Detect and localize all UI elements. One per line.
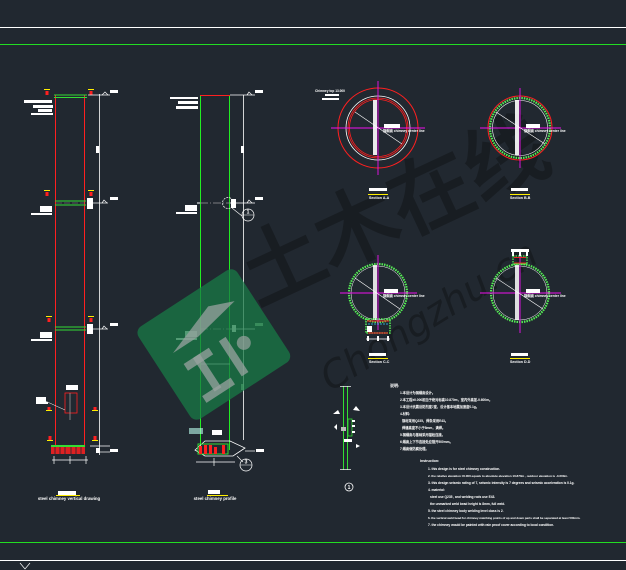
notes-en-line: 5. the steel chimney body welding level … <box>428 509 504 513</box>
notes-en-line: 4. material: <box>428 488 445 492</box>
notes-cn-header: 说明: <box>390 383 400 388</box>
weld-symbols <box>333 406 360 448</box>
left-elevation[interactable]: steel chimney vertical drawing <box>24 89 118 502</box>
notes-cn-line: 钢材采用Q235，焊条采用E43。 <box>402 419 449 423</box>
notes-en-line: 3. this design seismic rating of 7, seis… <box>428 481 575 485</box>
section-title-en: Section A-A <box>369 196 390 200</box>
right-elevation-title-cn <box>208 490 220 494</box>
section-title-cn <box>511 353 528 356</box>
section-a-a[interactable]: 钢烟囱 chimney center line Chimney top 13.0… <box>315 81 425 200</box>
note-line <box>325 94 339 96</box>
detail-bolt <box>341 427 346 431</box>
notes-cn-line: 2.本工程±0.000相当于绝对标高10.870m，室内外高差-0.600m。 <box>400 398 493 402</box>
base-detail <box>36 385 88 464</box>
dimension-text-vertical <box>373 100 377 155</box>
elevation-marks <box>88 90 118 453</box>
notes-en-line: 6. the vertical weld bead for chimney ma… <box>428 516 581 520</box>
section-c-c[interactable]: 钢烟囱 chimney center line Section C-C <box>340 255 425 364</box>
section-note: Chimney top 13.000 <box>315 89 345 93</box>
section-d-d[interactable]: 钢烟囱 chimney center line Section D-D <box>480 249 566 364</box>
dimension-text-vertical <box>373 265 377 320</box>
section-markers <box>44 89 98 441</box>
dimension-text-vertical <box>515 100 519 155</box>
radius-line <box>354 277 401 310</box>
section-title-en: Section C-C <box>369 360 390 364</box>
flange-top <box>54 94 87 98</box>
section-label-cn <box>526 289 540 293</box>
detail-callout-circle <box>344 482 354 492</box>
notes-en-line: 7. the chimney would be painted with rai… <box>428 523 554 527</box>
right-elevation-title-en: steel chimney profile <box>194 496 237 501</box>
breeching-opening <box>365 318 391 341</box>
notes-cn-line: 焊缝高度不小于8mm，满焊。 <box>402 426 446 430</box>
notes-cn-line: 4.材料: <box>400 412 411 416</box>
base-detail <box>189 428 264 466</box>
watermark-logo <box>137 269 291 420</box>
left-labels <box>24 100 53 341</box>
ucs-arrow-icon <box>19 562 31 570</box>
detail-stiffener <box>347 418 353 437</box>
callout-number: 3 <box>245 460 248 466</box>
notes-cn-line: 1.本设计为钢烟囱设计。 <box>400 391 436 395</box>
left-elevation-title-en: steel chimney vertical drawing <box>38 496 101 501</box>
section-title-cn <box>511 188 528 191</box>
section-label: 钢烟囱 chimney center line <box>524 293 566 298</box>
notes-en-header: Instruction: <box>420 459 440 463</box>
detail-callout-3[interactable]: 3 <box>236 455 253 472</box>
notes-en-line: the unmarked weld bead height is 8mm, fu… <box>430 502 506 506</box>
notes-cn-line: 6.烟囱上下节连接处应错开500mm。 <box>400 440 453 444</box>
section-title-en: Section B-B <box>510 196 531 200</box>
note-line <box>322 98 339 100</box>
detail-callout-number: 1 <box>348 485 351 491</box>
radius-line <box>354 111 403 145</box>
detail-1[interactable]: 1 <box>333 386 360 492</box>
flange-mid <box>55 198 93 209</box>
section-title-cn <box>369 188 387 191</box>
notes-cn-line: 3.本设计抗震设防烈度7度，设计基本地震加速度0.1g。 <box>400 405 480 409</box>
dimension-text-vertical <box>515 265 519 320</box>
notes-cn-line: 5.钢烟囱与基础采用锚栓连接。 <box>400 433 445 437</box>
section-label-cn <box>384 289 398 293</box>
section-b-b[interactable]: 钢烟囱 chimney center line Section B-B <box>480 88 566 200</box>
section-title-cn <box>369 353 386 356</box>
notes-en-line: 1. this design is for steel chimney cons… <box>428 467 501 471</box>
section-label-cn <box>526 124 540 128</box>
section-label-cn <box>384 124 400 128</box>
notes-cn-line: 7.烟囱做防腐处理。 <box>400 447 429 451</box>
section-label: 钢烟囱 chimney center line <box>383 293 425 298</box>
radius-line <box>495 277 544 310</box>
radius-line <box>495 111 546 145</box>
notes-en-line: steel use Q235 , and welding rods use E4… <box>430 495 496 499</box>
callout-number: 1 <box>247 210 250 216</box>
section-label: 钢烟囱 chimney center line <box>524 128 566 133</box>
top-opening <box>511 249 529 265</box>
section-label: 钢烟囱 chimney center line <box>383 128 425 133</box>
left-elevation-title-cn <box>58 491 76 495</box>
notes-en-line: 2. the relative elevation ±0.000 equals … <box>428 474 568 478</box>
section-title-en: Section D-D <box>510 360 531 364</box>
flange-lower <box>55 324 93 334</box>
detail-callout-1[interactable]: 1 <box>231 207 255 222</box>
